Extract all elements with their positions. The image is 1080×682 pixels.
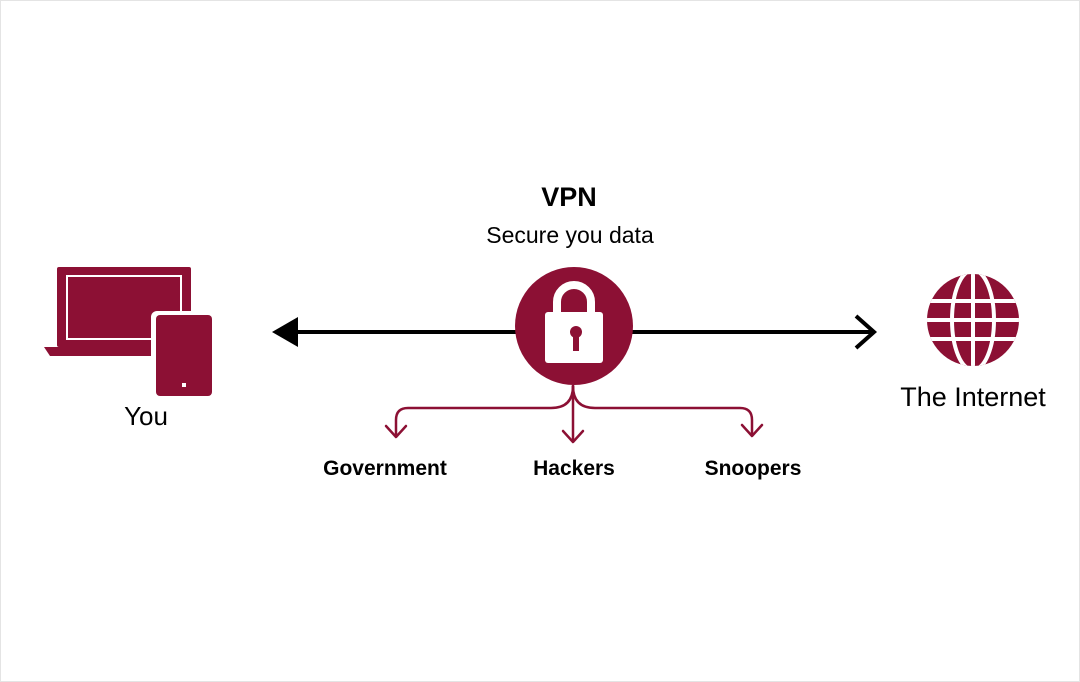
vpn-subtitle: Secure you data: [486, 222, 654, 248]
you-label: You: [124, 401, 168, 431]
vpn-title: VPN: [541, 182, 597, 212]
padlock-icon: [545, 281, 603, 363]
threat-arrowhead-hackers: [561, 429, 585, 444]
threat-label-hackers: Hackers: [533, 457, 615, 480]
arrowhead-right: [854, 314, 878, 350]
tablet-icon: [151, 311, 217, 401]
threat-arrowhead-government: [384, 424, 408, 439]
internet-label: The Internet: [900, 382, 1046, 412]
threat-arrow-snoopers: [571, 384, 754, 437]
threat-arrow-government: [394, 384, 575, 438]
threat-arrowhead-snoopers: [740, 423, 764, 438]
arrowhead-left: [272, 317, 298, 347]
threat-label-snoopers: Snoopers: [704, 457, 802, 480]
threat-label-government: Government: [323, 457, 447, 480]
